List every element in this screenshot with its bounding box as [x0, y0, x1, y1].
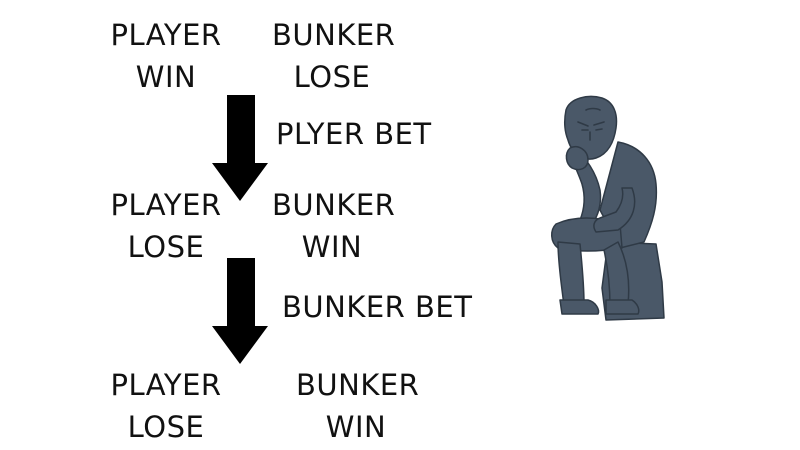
row3-bunker-name: BUNKER [296, 368, 420, 402]
row3-bunker-result: WIN [325, 410, 387, 444]
row1-bunker-result: LOSE [293, 60, 371, 94]
bunker-bet-label: BUNKER BET [282, 290, 473, 324]
row2-bunker-result: WIN [301, 230, 363, 264]
down-arrow-2 [212, 258, 268, 364]
row3-player-result: LOSE [127, 410, 205, 444]
row2-bunker-name: BUNKER [272, 188, 396, 222]
row2-player-result: LOSE [127, 230, 205, 264]
player-bet-label: PLYER BET [276, 117, 432, 151]
row2-player-name: PLAYER [110, 188, 222, 222]
row3-player-name: PLAYER [110, 368, 222, 402]
thinker-statue-icon [551, 95, 665, 321]
row1-player-name: PLAYER [110, 18, 222, 52]
down-arrow-1 [212, 95, 268, 201]
row1-bunker-name: BUNKER [272, 18, 396, 52]
row1-player-result: WIN [135, 60, 197, 94]
